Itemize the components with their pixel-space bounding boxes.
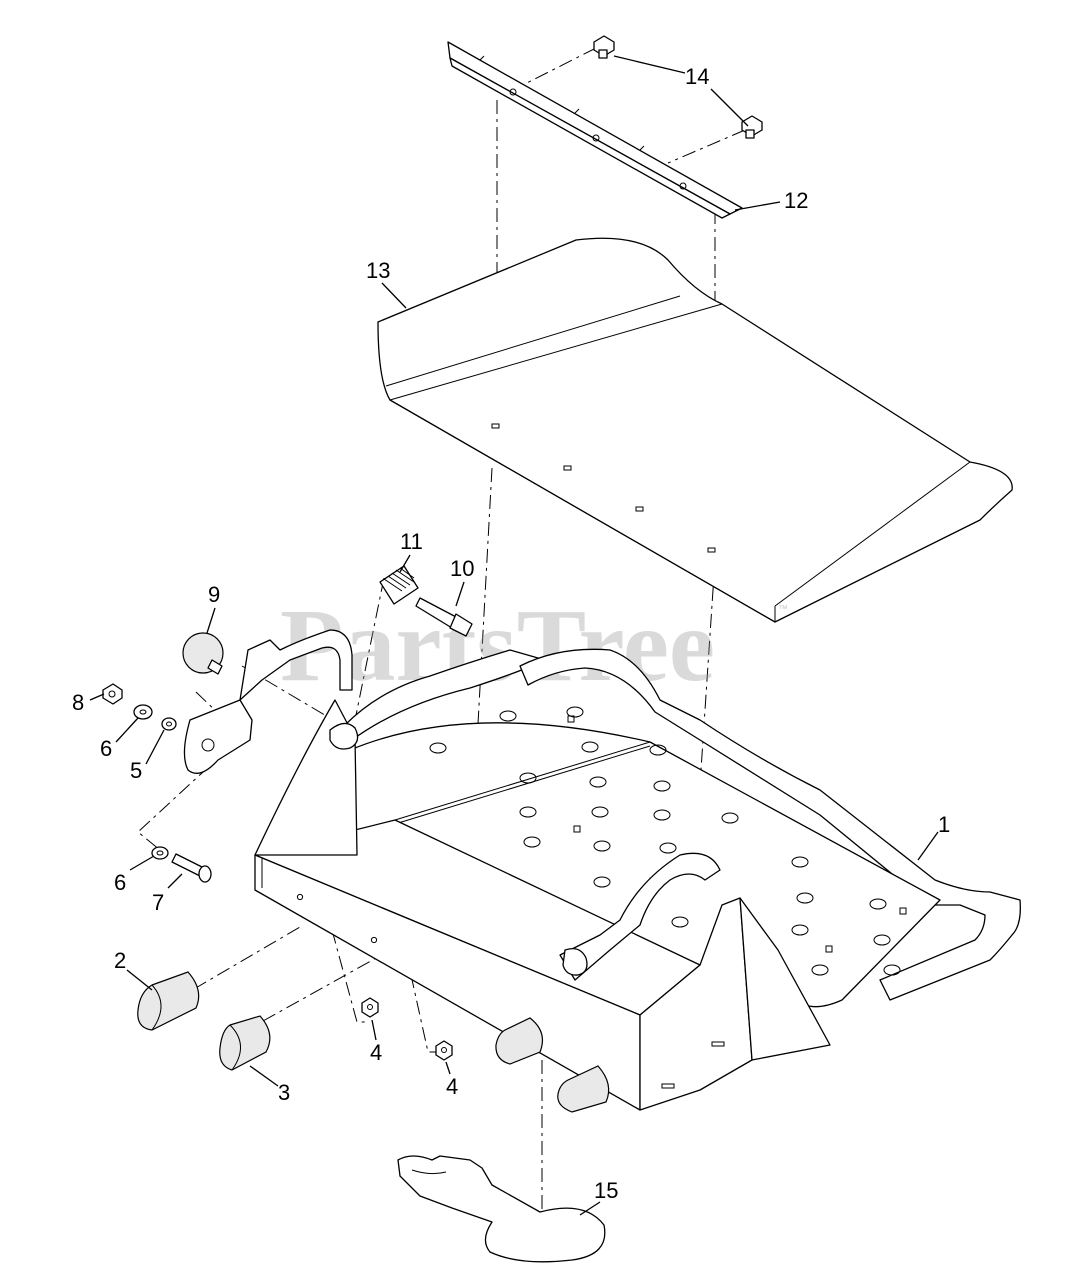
callout-13: 13: [366, 258, 390, 283]
callout-labels: 14 12 13 11 10 9 8 6 5 6 7 1 2 3 4 4 15: [72, 64, 950, 1203]
leader-lines: [89, 55, 939, 1216]
bolt-14-upper: [593, 35, 615, 59]
bumper-3: [219, 1015, 271, 1071]
spring-11: [379, 565, 419, 605]
callout-6-lower: 6: [114, 870, 126, 895]
bolt-14-lower: [741, 115, 763, 139]
nut-8: [102, 683, 123, 705]
callout-1: 1: [938, 812, 950, 837]
callout-6-upper: 6: [100, 736, 112, 761]
callout-12: 12: [784, 188, 808, 213]
carriage-bolt-7: [171, 853, 212, 883]
decal-15: [397, 1155, 606, 1263]
callout-4-left: 4: [370, 1040, 382, 1065]
callout-2: 2: [114, 948, 126, 973]
washer-6-lower: [151, 846, 169, 860]
callout-10: 10: [450, 556, 474, 581]
washer-6-upper: [133, 704, 153, 720]
nut-4-left: [361, 997, 379, 1018]
nut-4-right: [435, 1040, 453, 1061]
callout-8: 8: [72, 690, 84, 715]
callout-3: 3: [278, 1080, 290, 1105]
callout-7: 7: [152, 890, 164, 915]
watermark: PartsTree ™: [280, 588, 788, 703]
angle-bracket-12: [447, 41, 743, 219]
callout-4-right: 4: [446, 1074, 458, 1099]
callout-9: 9: [208, 582, 220, 607]
callout-15: 15: [594, 1178, 618, 1203]
bumper-installed-left: [495, 1017, 543, 1065]
callout-11: 11: [400, 529, 423, 554]
callout-14: 14: [685, 64, 709, 89]
pin-10: [415, 597, 473, 637]
callout-5: 5: [130, 758, 142, 783]
knob-9: [182, 632, 224, 675]
bumper-installed-right: [557, 1065, 610, 1113]
watermark-trademark: ™: [778, 604, 788, 615]
grip-holes: [429, 706, 907, 976]
floor-plate-13: [377, 237, 1013, 623]
bumper-2: [137, 971, 200, 1031]
main-frame-1: [183, 629, 1021, 1111]
spacer-5: [161, 717, 177, 731]
